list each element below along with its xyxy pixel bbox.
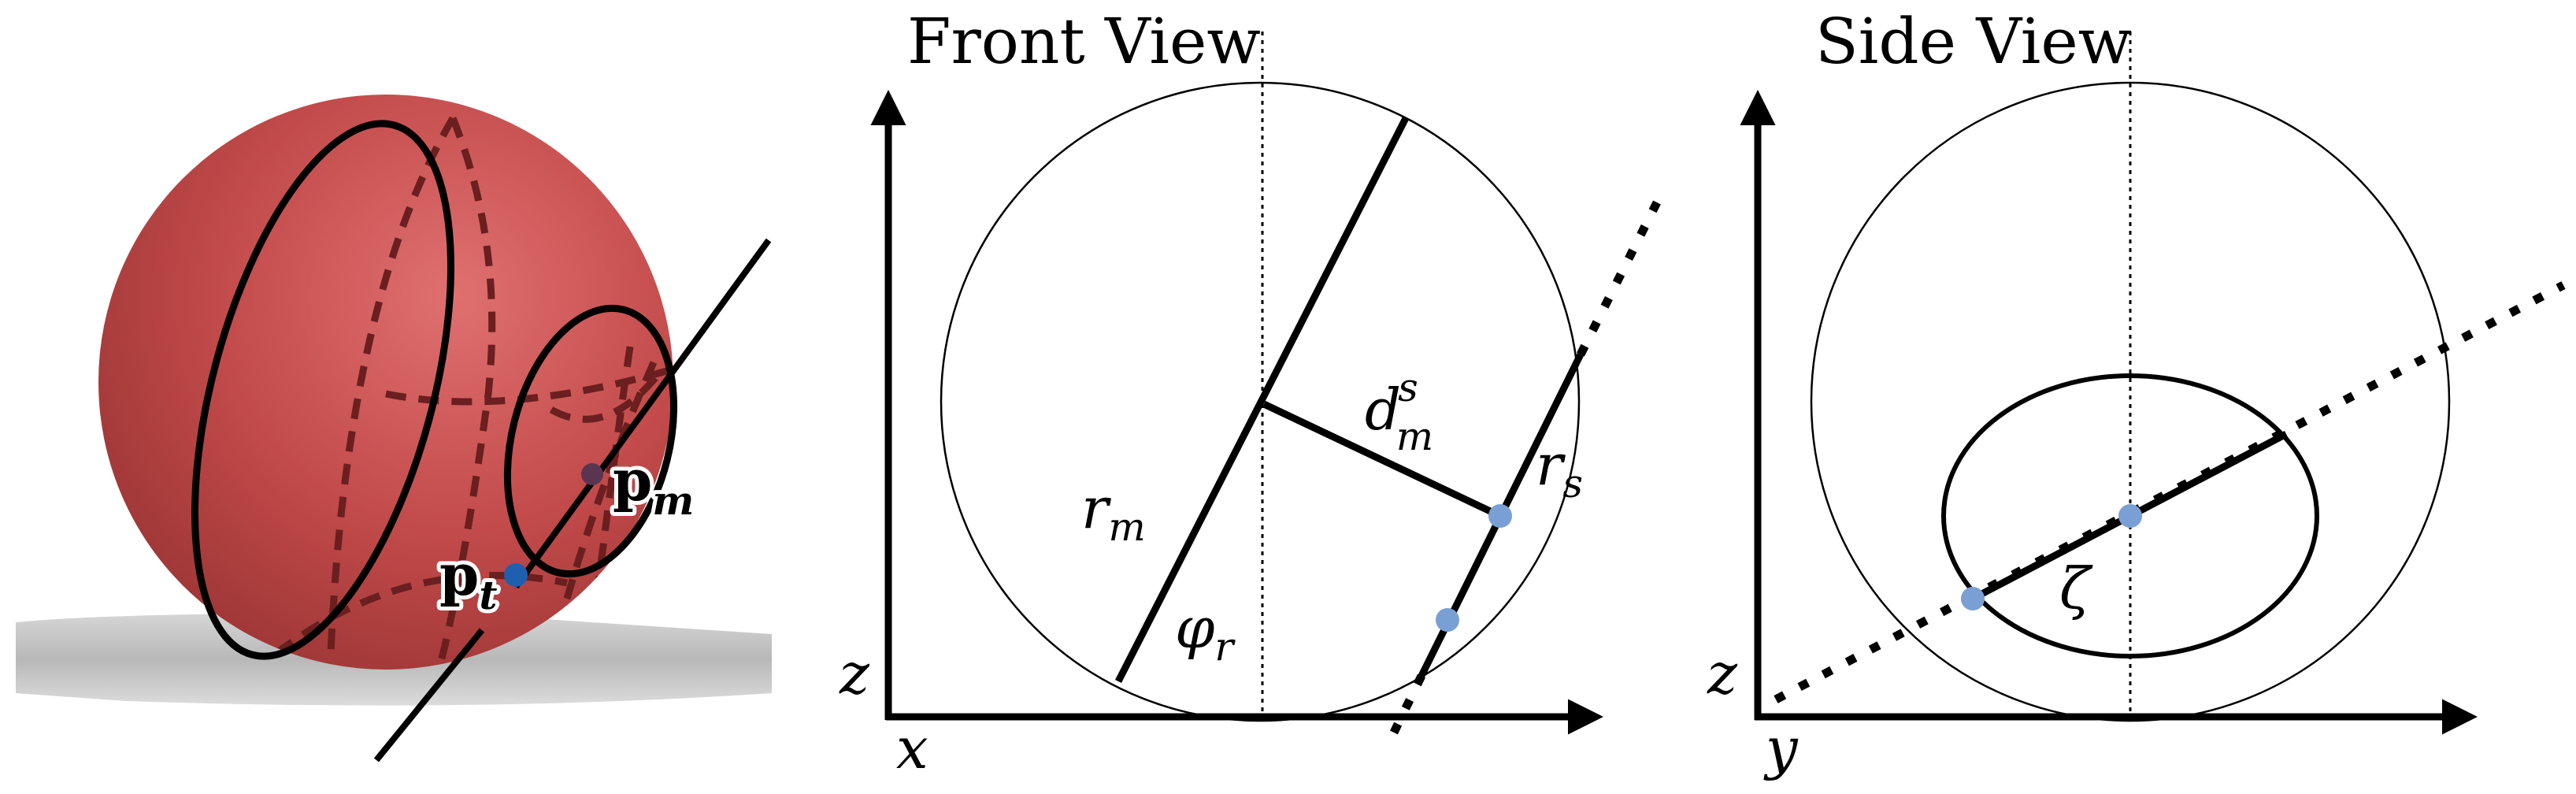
side-point-left [1961, 587, 1985, 610]
front-dotted-upper [1577, 191, 1666, 357]
front-view-title: Front View [907, 5, 1261, 78]
point-pm [581, 463, 603, 485]
side-outer-circle [1810, 81, 2451, 722]
axis-line-upper [513, 238, 772, 589]
side-axis-y-label: y [1763, 715, 1799, 781]
label-pt: pt [439, 541, 497, 618]
label-phi: φr [1175, 595, 1236, 670]
side-inner-ellipse [1941, 373, 2319, 659]
axis-line-lower [373, 628, 485, 762]
side-axis-z-label: z [1707, 640, 1738, 707]
front-point-lower [1436, 608, 1459, 632]
front-dotted-lower [1386, 673, 1425, 743]
front-point-upper [1488, 504, 1512, 528]
side-view-title: Side View [1815, 5, 2132, 78]
rm-line [1114, 116, 1410, 684]
sphere-panel: pt pm [16, 95, 772, 762]
label-pm: pm [613, 447, 694, 524]
side-point-center [2118, 504, 2142, 528]
great-circle-outline [191, 120, 454, 660]
small-circle-outline [503, 304, 678, 578]
front-outer-circle [940, 81, 1581, 722]
label-rs: rs [1536, 432, 1583, 506]
label-rm: rm [1081, 475, 1146, 550]
front-axis-x-label: x [896, 715, 928, 781]
sphere [98, 95, 673, 670]
side-view-panel: Side View ζ z y [1707, 5, 2566, 781]
front-axis-z-label: z [839, 640, 870, 707]
dms-line [1262, 400, 1502, 520]
label-zeta: ζ [2059, 555, 2093, 621]
point-pt [504, 563, 528, 587]
